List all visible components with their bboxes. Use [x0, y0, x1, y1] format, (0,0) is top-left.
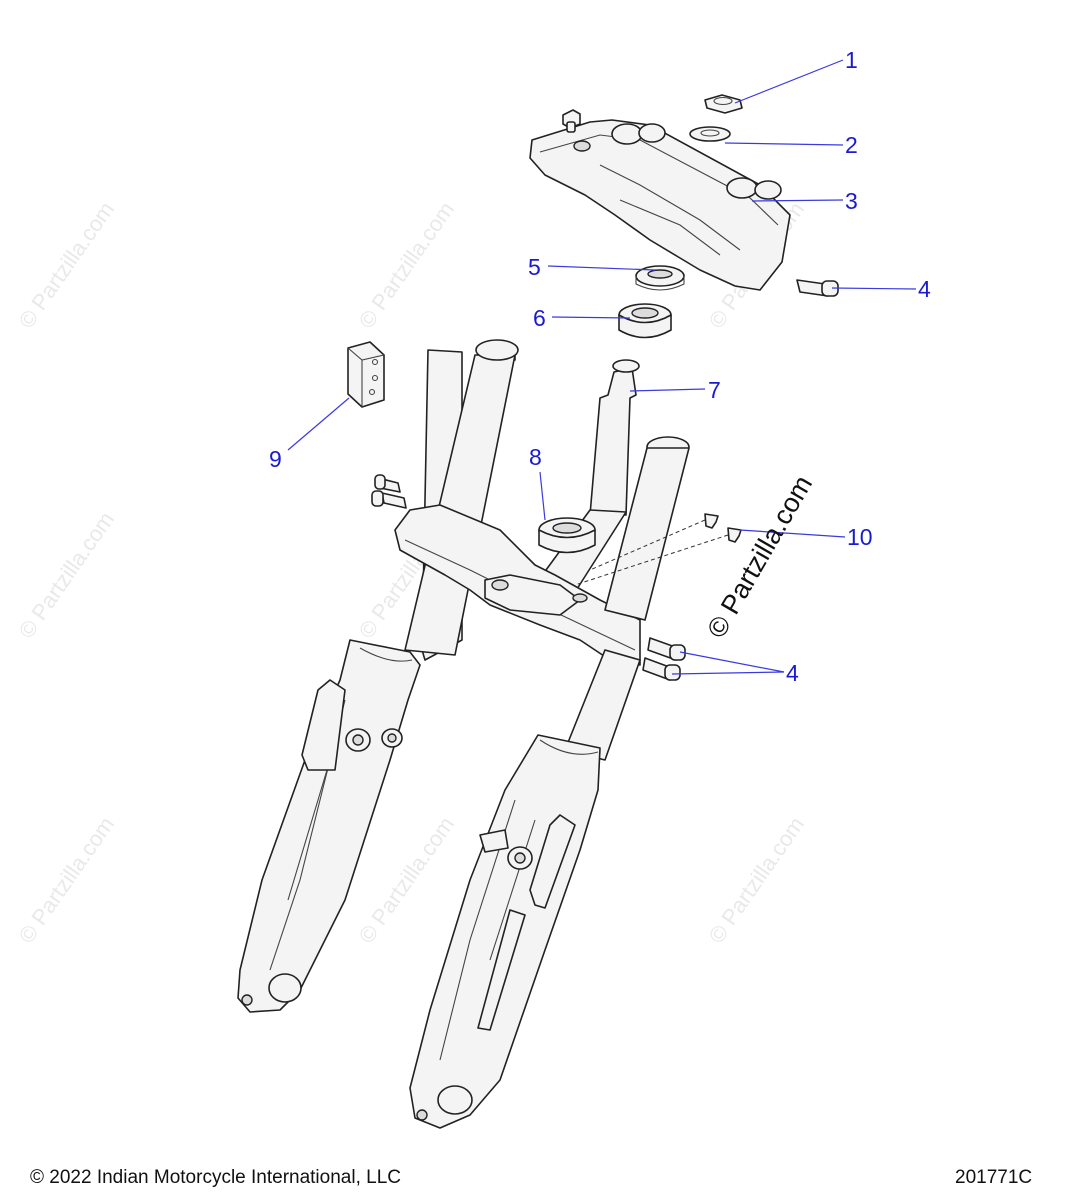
upper-triple-clamp — [529, 119, 791, 291]
callout-5: 5 — [528, 254, 541, 280]
watermark-faint: © Partzilla.com — [14, 812, 120, 948]
lower-clamp-bolts-left — [371, 474, 407, 509]
callout-10: 10 — [847, 524, 873, 550]
callout-1: 1 — [845, 47, 858, 73]
copyright-notice: © 2022 Indian Motorcycle International, … — [30, 1167, 401, 1188]
left-fork — [237, 339, 519, 1013]
callout-4-lower: 4 — [786, 660, 799, 686]
background-watermarks: © Partzilla.com © Partzilla.com © Partzi… — [14, 197, 810, 948]
lower-bearing — [538, 517, 596, 554]
lower-clamp-bolts-right — [642, 637, 686, 681]
callout-2: 2 — [845, 132, 858, 158]
watermark-main: © Partzilla.com — [701, 470, 818, 643]
leader-lines — [287, 59, 917, 675]
watermark-faint: © Partzilla.com — [354, 197, 460, 333]
callout-8: 8 — [529, 444, 542, 470]
callout-9: 9 — [269, 446, 282, 472]
watermark-faint: © Partzilla.com — [14, 197, 120, 333]
callout-7: 7 — [708, 377, 721, 403]
stem-washer — [689, 126, 731, 142]
pinch-bolt — [796, 279, 839, 297]
watermark-faint: © Partzilla.com — [354, 812, 460, 948]
watermark-faint: © Partzilla.com — [14, 507, 120, 643]
adjuster-nut — [635, 265, 685, 291]
callouts: 1 2 3 4 5 6 7 8 9 10 4 — [269, 47, 931, 686]
mount-block — [347, 341, 385, 408]
upper-bearing — [618, 303, 672, 339]
callout-3: 3 — [845, 188, 858, 214]
watermark-faint: © Partzilla.com — [704, 812, 810, 948]
right-fork — [409, 436, 690, 1129]
clamp-bolt — [562, 109, 581, 133]
stem-nut — [704, 94, 743, 114]
drawing-number: 201771C — [955, 1167, 1033, 1188]
callout-4-upper: 4 — [918, 276, 931, 302]
callout-6: 6 — [533, 305, 546, 331]
lower-triple-clamp — [394, 504, 641, 666]
screws — [574, 513, 742, 586]
